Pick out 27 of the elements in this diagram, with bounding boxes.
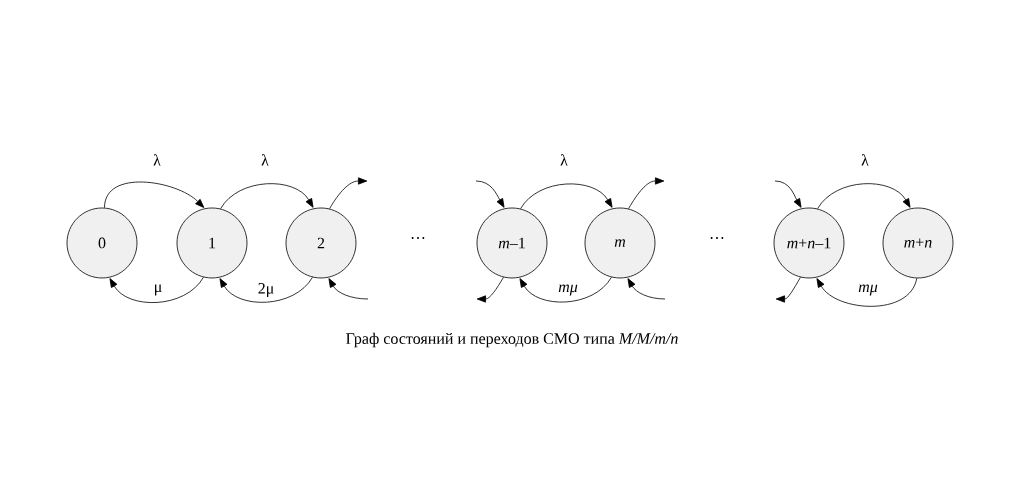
edge-label: λ <box>151 153 163 167</box>
arrow <box>775 276 801 303</box>
edge-label: mμ <box>556 283 580 297</box>
arrow <box>774 180 802 208</box>
arrow <box>519 276 612 303</box>
arrow <box>520 183 613 210</box>
arrow <box>628 177 665 210</box>
arrow <box>219 276 313 303</box>
arrow <box>475 180 505 208</box>
arrow <box>329 177 368 210</box>
arrow <box>109 276 204 303</box>
ellipsis: … <box>710 237 724 239</box>
arrow <box>104 181 205 209</box>
arrow <box>220 183 314 210</box>
edge-label: λ <box>859 153 871 167</box>
edge-label: 2μ <box>256 281 276 299</box>
edge-label: λ <box>558 153 570 167</box>
edge-label: μ <box>152 283 164 297</box>
ellipsis: … <box>411 237 425 239</box>
edge-label: λ <box>259 153 271 167</box>
arrow <box>328 278 369 300</box>
arrow <box>816 277 918 307</box>
arrow <box>476 276 504 303</box>
arrow <box>627 278 666 300</box>
arrow <box>817 183 911 210</box>
caption: Граф состояний и переходов СМО типа M/M/m/n <box>346 332 678 348</box>
edge-label: mμ <box>856 283 880 297</box>
